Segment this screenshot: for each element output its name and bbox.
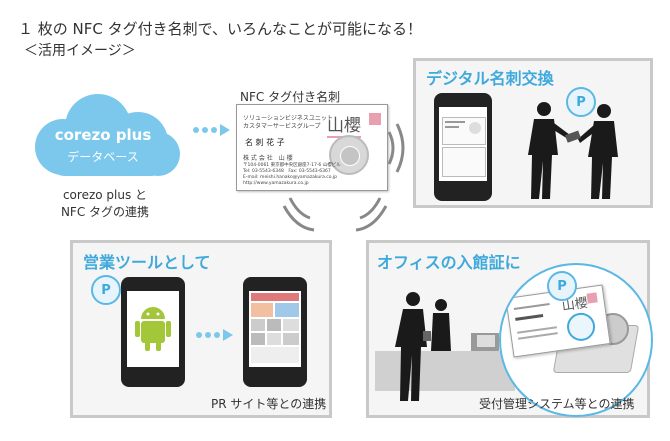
cloud-icon [35, 94, 180, 176]
card-web: http://www.yamazakura.co.jp [243, 181, 309, 186]
cloud-caption-line2: NFC タグの連携 [60, 205, 150, 219]
p-bubble-letter: P [557, 278, 567, 294]
card-pink-mark [369, 113, 381, 125]
cloud-database: corezo plus データベース [18, 92, 188, 182]
panel-sales-tool: 営業ツールとして P [70, 240, 332, 418]
card-email: E-mail: meishi.hanako@yamazakura.co.jp [243, 175, 337, 180]
p-bubble-letter: P [576, 94, 586, 110]
card-logo: 山櫻 [327, 111, 361, 138]
panel-sales-caption: PR サイト等との連携 [211, 397, 327, 411]
page-title: １ 枚の NFC タグ付き名刺で、いろんなことが可能になる！ [18, 20, 423, 38]
panel-exchange-title: デジタル名刺交換 [426, 69, 554, 88]
card-group: カスタマーサービスグループ [243, 123, 321, 130]
android-icon [135, 307, 171, 351]
nfc-wave-icon [387, 123, 405, 173]
card-company: 株 式 会 社 山 櫻 [243, 155, 293, 162]
panel-office-title: オフィスの入館証に [377, 253, 521, 272]
cloud-label: データベース [67, 150, 139, 164]
card-address: 〒104-0061 東京都中央区銀座7-17-6 山櫻ビル [243, 163, 341, 168]
p-bubble-office: P [547, 271, 577, 301]
smartphone-illustration [434, 93, 492, 201]
page-subtitle: ＜活用イメージ＞ [24, 43, 136, 59]
cloud-caption-line1: corezo plus と [62, 188, 148, 202]
card-person-name: 名 刺 花 子 [245, 138, 285, 147]
dotted-arrow-icon [196, 329, 233, 341]
p-bubble-exchange: P [566, 87, 596, 117]
card-phone: Tel: 03-5543-6348 Fax: 03-5543-6367 [243, 169, 331, 174]
nfc-wave-icon [282, 197, 388, 232]
card-label: NFC タグ付き名刺 [240, 90, 341, 104]
nfc-tag-icon [329, 135, 369, 175]
panel-sales-title: 営業ツールとして [83, 253, 211, 272]
android-phone-illustration [121, 277, 185, 387]
dotted-arrow-icon [193, 124, 230, 136]
p-bubble-letter: P [101, 282, 111, 298]
website-phone-illustration [243, 277, 307, 387]
panel-digital-exchange: デジタル名刺交換 P [413, 58, 653, 208]
businessmen-exchange-illustration [528, 102, 618, 199]
business-card: ソリューションビジネスユニット カスタマーサービスグループ 名 刺 花 子 山櫻… [236, 104, 388, 191]
panel-office-pass: オフィスの入館証に 山櫻 P 受付管理システム等との連携 [366, 240, 653, 418]
cloud-name: corezo plus [54, 126, 152, 144]
nfc-wave-right [385, 120, 415, 180]
office-reception-illustration [375, 292, 515, 401]
panel-office-caption: 受付管理システム等との連携 [479, 397, 635, 411]
p-bubble-sales: P [91, 275, 121, 305]
card-dept: ソリューションビジネスユニット [243, 115, 333, 122]
fingerprint-icon [565, 311, 597, 343]
nfc-wave-bottom [280, 190, 390, 239]
arrow-cloud-to-card [192, 122, 232, 142]
arrow-android-to-site [195, 327, 235, 347]
